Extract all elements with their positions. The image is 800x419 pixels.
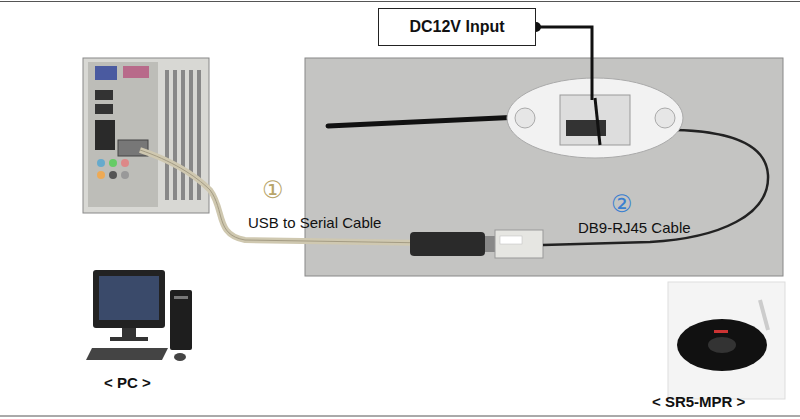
callout-number: ② [611, 190, 633, 218]
device-caption: < PC > [104, 374, 151, 391]
serial-adapter [410, 230, 543, 258]
device-caption: < SR5-MPR > [652, 393, 745, 410]
cable-label: DB9-RJ45 Cable [578, 219, 691, 236]
frame-line [0, 416, 800, 417]
device-housing [507, 78, 683, 158]
device-photo [668, 282, 785, 399]
box-label: DC12V Input [409, 18, 504, 36]
cable-label: USB to Serial Cable [248, 214, 381, 231]
antenna [328, 117, 520, 126]
pc-icon [86, 270, 192, 361]
callout-number: ① [262, 176, 284, 204]
input-box: DC12V Input [378, 8, 536, 46]
frame-line [0, 1, 800, 2]
power-wire [536, 27, 592, 100]
usb-cable-edge [140, 150, 430, 243]
pc-back-photo [83, 58, 209, 213]
usb-cable [140, 150, 430, 243]
